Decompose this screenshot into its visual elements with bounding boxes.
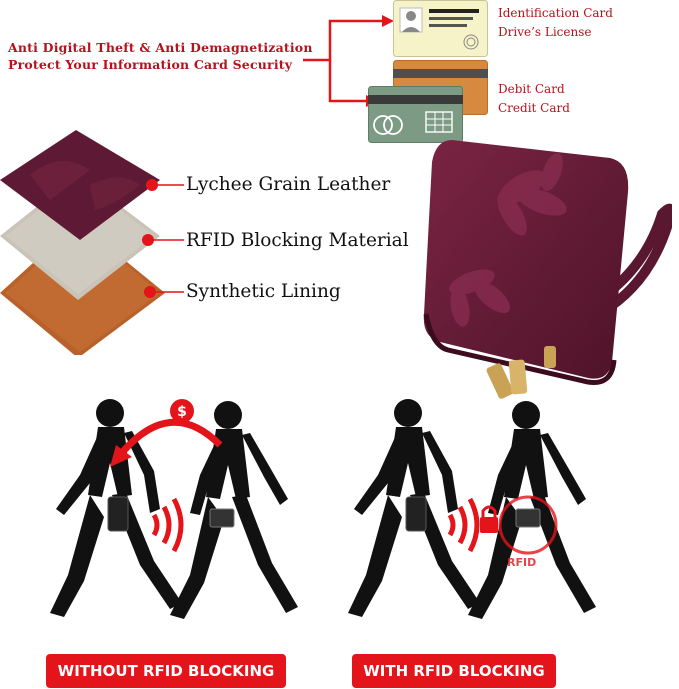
layer-label-lining: Synthetic Lining [186, 281, 341, 302]
material-layers [0, 130, 165, 355]
card-label-id: Identification Card [498, 6, 613, 20]
layer-pointer-dots [142, 179, 184, 298]
id-card-icon [393, 0, 488, 57]
headline-line-2: Protect Your Information Card Security [8, 57, 293, 72]
wallet-image [423, 140, 672, 399]
headline-line-1: Anti Digital Theft & Anti Demagnetizatio… [8, 40, 313, 55]
scene-without-rfid: $ [50, 399, 298, 619]
layer-label-leather: Lychee Grain Leather [186, 174, 391, 195]
card-label-debit: Debit Card [498, 82, 565, 96]
layer-label-rfid: RFID Blocking Material [186, 230, 409, 251]
card-label-license: Drive’s License [498, 25, 592, 39]
badge-with-rfid: WITH RFID BLOCKING [352, 654, 556, 688]
card-label-credit: Credit Card [498, 101, 570, 115]
badge-without-rfid: WITHOUT RFID BLOCKING [46, 654, 286, 688]
rfid-shield-label: RFID [507, 556, 537, 569]
scene-with-rfid [348, 399, 596, 619]
svg-text:$: $ [177, 404, 187, 420]
credit-card-icon [368, 86, 463, 143]
